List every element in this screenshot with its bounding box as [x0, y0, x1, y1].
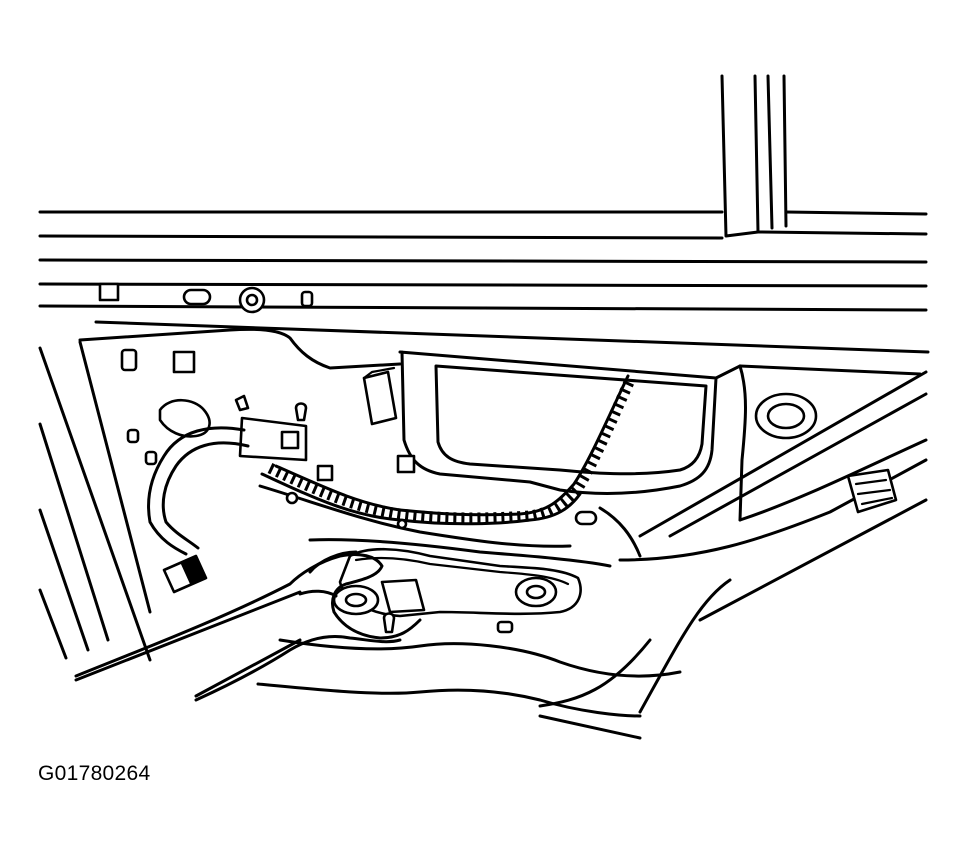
harness-branch [149, 428, 248, 592]
handle-recess [400, 352, 920, 520]
belt-rail [40, 212, 928, 352]
door-latch [848, 470, 896, 512]
belt-clips [100, 284, 312, 312]
connector-plate [240, 368, 414, 480]
window-frame-post [722, 76, 786, 236]
figure-id-label: G01780264 [38, 762, 151, 785]
lock-actuator [334, 549, 581, 632]
inner-panel-outline [40, 329, 400, 696]
grommet [756, 394, 816, 438]
left-panel-holes [122, 350, 306, 464]
hand [76, 552, 420, 700]
wiring-harness [262, 376, 630, 524]
lower-contours [258, 486, 680, 738]
lock-rod-channel [620, 372, 926, 712]
